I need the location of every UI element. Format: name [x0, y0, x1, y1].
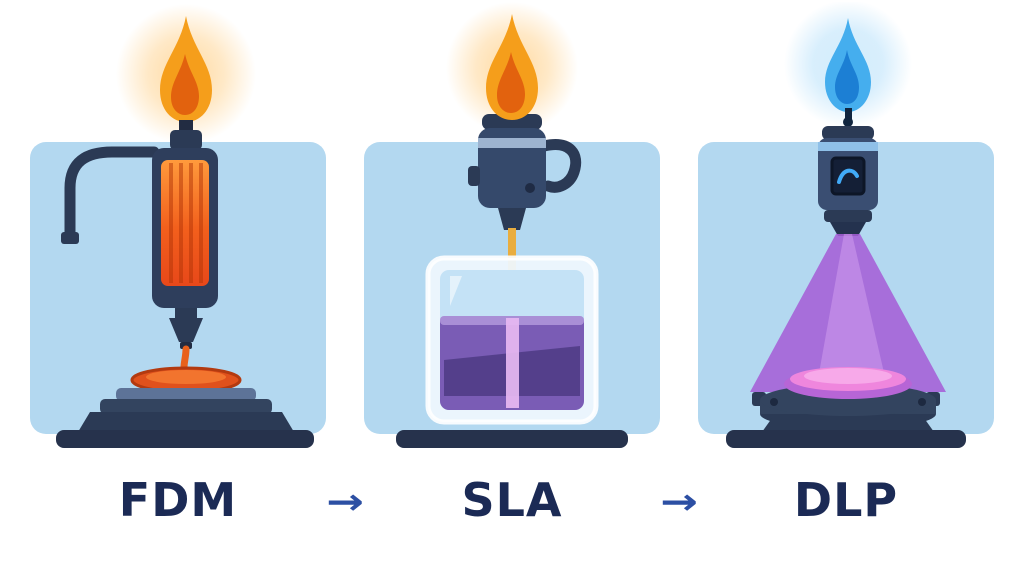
fdm-figure [28, 2, 328, 454]
sla-resin-vat [425, 255, 599, 425]
fdm-feed-tube [64, 146, 160, 244]
dlp-light-cone-highlight [816, 234, 888, 390]
dlp-illustration [698, 2, 994, 448]
dlp-base-bar [726, 430, 966, 448]
layout-grid: FDM → SLA → DLP [28, 0, 996, 546]
caption-dlp: DLP [696, 454, 996, 546]
arrow-right-icon-1: → [326, 481, 364, 523]
fdm-label: FDM [118, 473, 238, 527]
fdm-flame-icon [160, 16, 212, 122]
sla-label: SLA [461, 473, 563, 527]
fdm-nozzle [169, 318, 203, 342]
sla-illustration [364, 2, 660, 448]
dlp-screen [830, 156, 866, 196]
dlp-label: DLP [793, 473, 899, 527]
fdm-base-bar [56, 430, 314, 448]
fdm-illustration [30, 4, 326, 448]
dlp-disc-highlight [804, 368, 892, 384]
sla-base-bar [396, 430, 628, 448]
sla-flame-icon [486, 14, 538, 120]
arrow-right-icon-2: → [660, 481, 698, 523]
dlp-projector-head [818, 126, 878, 236]
sla-printer-head [468, 102, 581, 230]
sla-figure [362, 2, 662, 454]
caption-arrow-2: → [660, 454, 698, 546]
fdm-build-platform [78, 388, 294, 432]
fdm-puddle-highlight [146, 370, 226, 384]
caption-arrow-1: → [326, 454, 364, 546]
dlp-flame-icon [825, 18, 871, 127]
dlp-light-cone [750, 234, 946, 392]
caption-sla: SLA [362, 454, 662, 546]
sla-side-tube [538, 139, 581, 193]
sla-cure-stripe [506, 318, 519, 408]
fdm-extruder [61, 120, 218, 349]
caption-fdm: FDM [28, 454, 328, 546]
dlp-figure [696, 2, 996, 454]
